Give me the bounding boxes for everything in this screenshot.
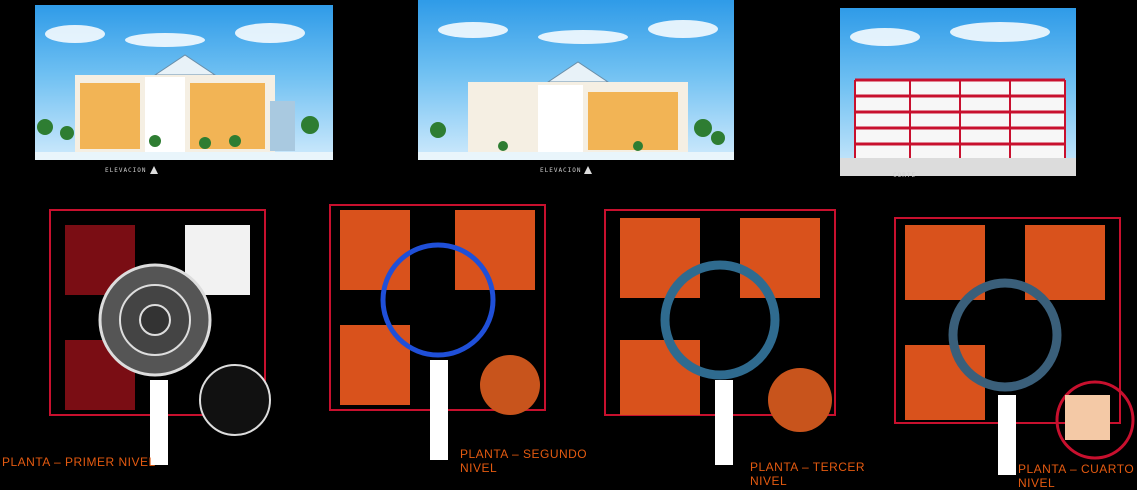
plan-tercer-nivel <box>604 209 836 465</box>
plan-cuarto-nivel <box>894 217 1135 475</box>
section-caption: CORTE <box>893 172 917 179</box>
plan-1-label: PLANTA – PRIMER NIVEL <box>2 455 156 469</box>
building-elevation-drawing <box>37 54 319 157</box>
elevation-2-caption: ELEVACION <box>540 167 582 174</box>
plan-2-label: PLANTA – SEGUNDO NIVEL <box>460 447 588 475</box>
plan-4-label: PLANTA – CUARTO NIVEL <box>1018 462 1135 490</box>
building-section <box>840 8 1076 176</box>
north-arrow-icon <box>584 166 592 174</box>
elevation-1-caption: ELEVACION <box>105 167 147 174</box>
elevation-front-1 <box>35 5 333 160</box>
plan-segundo-nivel <box>329 204 546 460</box>
elevation-front-2 <box>418 0 734 160</box>
section-drawing <box>840 78 1076 176</box>
building-elevation-drawing <box>430 61 725 156</box>
north-arrow-icon <box>150 166 158 174</box>
plan-3-label: PLANTA – TERCER NIVEL <box>750 460 866 488</box>
plan-primer-nivel <box>49 209 271 465</box>
